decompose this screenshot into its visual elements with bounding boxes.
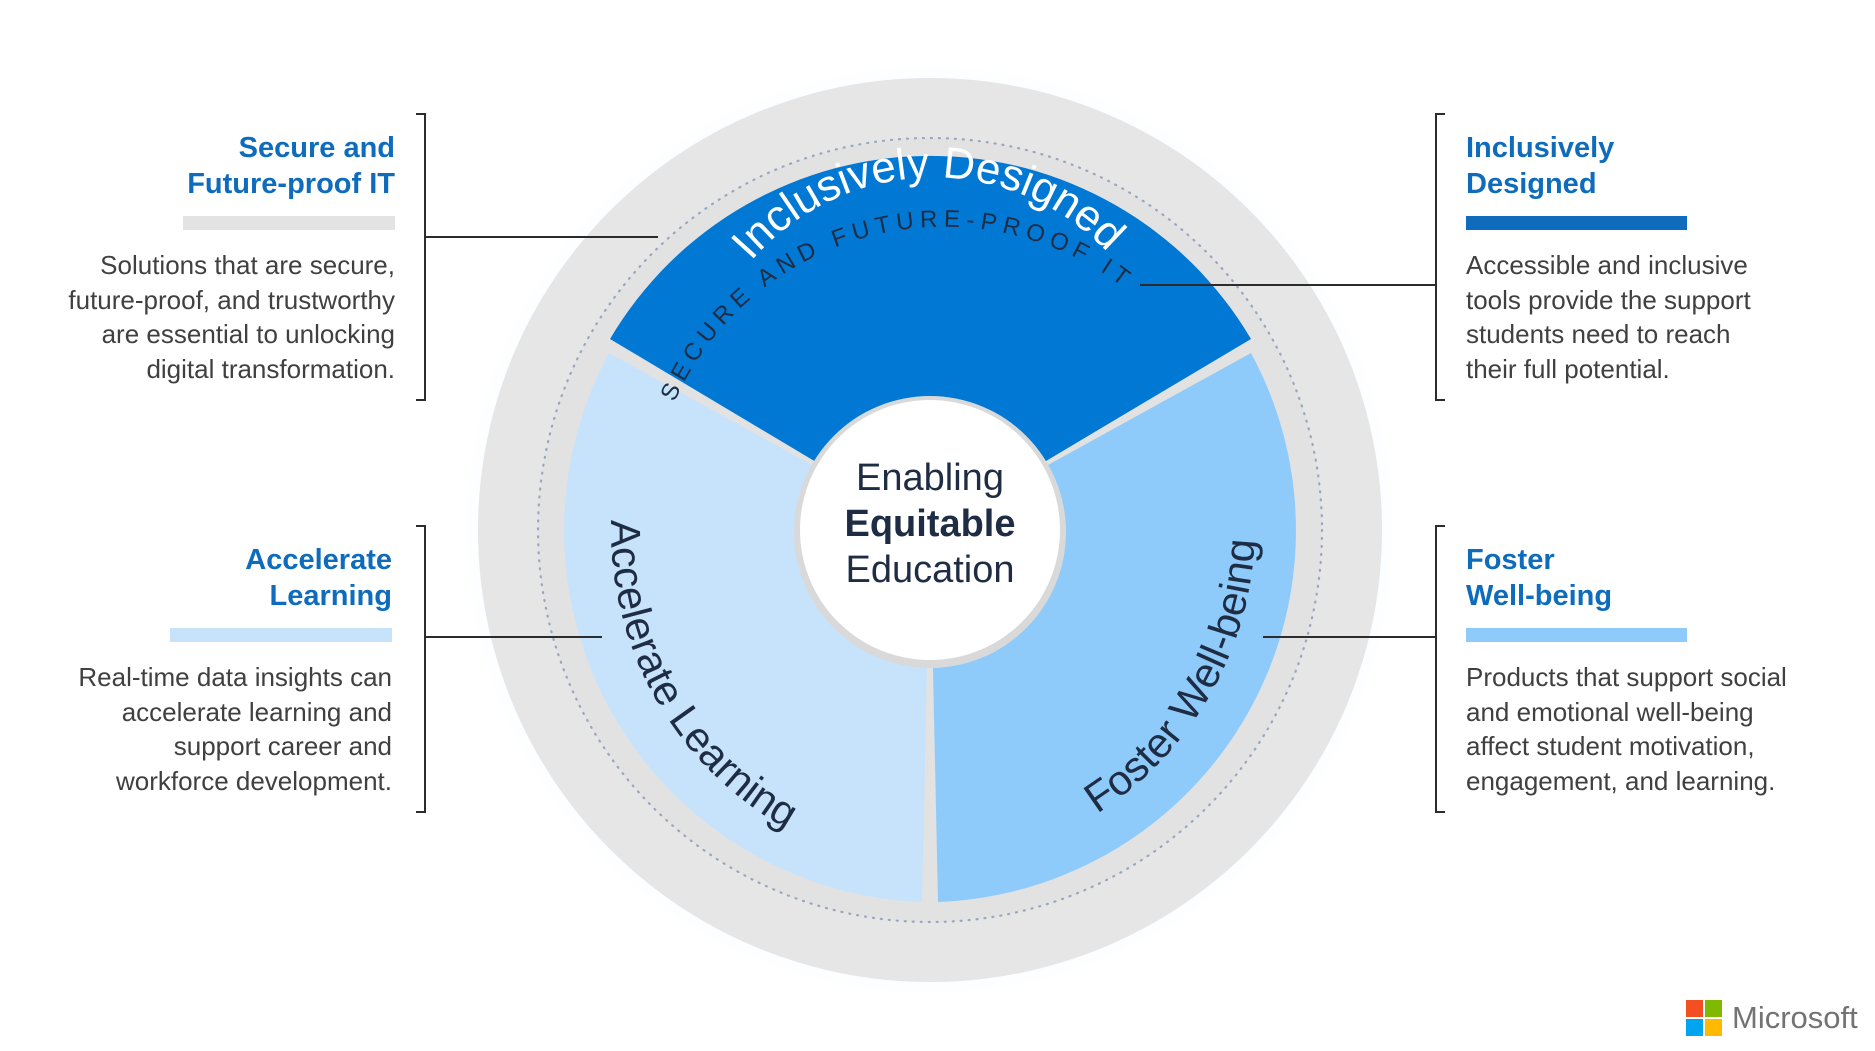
panel-secure: Secure and Future-proof IT Solutions tha…	[20, 130, 395, 386]
panel-inclusive-heading: Inclusively Designed	[1466, 130, 1846, 202]
panel-accelerate-heading: Accelerate Learning	[20, 542, 392, 614]
center-line-2: Equitable	[844, 503, 1016, 545]
connector-accelerate	[426, 636, 602, 638]
panel-secure-heading-line-2: Future-proof IT	[187, 168, 395, 200]
panel-foster-body: Products that support social and emotion…	[1466, 660, 1856, 798]
panel-foster-heading-line-2: Well-being	[1466, 580, 1613, 612]
logo-square-red	[1686, 1000, 1703, 1017]
connector-secure	[426, 236, 658, 238]
panel-foster-body-line: affect student motivation,	[1466, 731, 1755, 761]
panel-secure-body-line: digital transformation.	[146, 353, 395, 384]
panel-foster: Foster Well-being Products that support …	[1466, 542, 1856, 798]
panel-foster-body-line: engagement, and learning.	[1466, 765, 1776, 796]
logo-square-yellow	[1705, 1019, 1722, 1036]
center-line-1: Enabling	[856, 457, 1004, 499]
panel-inclusive-body-line: students need to reach	[1466, 319, 1731, 349]
panel-inclusive-body-line: their full potential.	[1466, 353, 1670, 384]
microsoft-wordmark: Microsoft	[1732, 1000, 1858, 1035]
panel-foster-bar	[1466, 628, 1687, 642]
panel-accelerate-body-line: accelerate learning and	[121, 696, 392, 727]
dotted-ring	[536, 136, 1324, 924]
center-hub	[800, 400, 1060, 660]
panel-secure-body-line: are essential to unlocking	[101, 319, 395, 349]
bracket-foster	[1435, 525, 1445, 813]
bracket-accelerate	[416, 525, 426, 813]
panel-inclusive-bar	[1466, 216, 1687, 230]
connector-inclusive	[1140, 284, 1435, 286]
panel-accelerate-body: Real-time data insights can accelerate l…	[20, 660, 392, 798]
panel-secure-heading-line-1: Secure and	[238, 132, 395, 164]
panel-accelerate: Accelerate Learning Real-time data insig…	[20, 542, 392, 798]
panel-foster-heading-line-1: Foster	[1466, 544, 1555, 576]
panel-secure-heading: Secure and Future-proof IT	[20, 130, 395, 202]
segment-inclusively-designed	[610, 155, 1251, 530]
panel-secure-bar	[183, 216, 395, 230]
bracket-secure	[416, 113, 426, 401]
center-line-3: Education	[845, 549, 1015, 591]
panel-accelerate-body-line: workforce development.	[115, 765, 392, 796]
bracket-inclusive	[1435, 113, 1445, 401]
panel-secure-body-line: future-proof, and trustworthy	[68, 284, 395, 315]
panel-accelerate-heading-line-2: Learning	[269, 580, 392, 612]
logo-square-green	[1705, 1000, 1722, 1017]
panel-inclusive-heading-line-1: Inclusively	[1466, 132, 1615, 164]
center-title: Enabling Equitable Education	[800, 455, 1060, 593]
panel-inclusive-body-line: Accessible and inclusive	[1466, 250, 1748, 280]
panel-inclusive-body-line: tools provide the support	[1466, 284, 1751, 315]
panel-accelerate-bar	[170, 628, 392, 642]
logo-square-blue	[1686, 1019, 1703, 1036]
panel-foster-body-line: Products that support social	[1466, 662, 1787, 692]
microsoft-logo: Microsoft	[1686, 1000, 1858, 1036]
panel-inclusive-body: Accessible and inclusive tools provide t…	[1466, 248, 1846, 386]
connector-foster	[1263, 636, 1435, 638]
panel-inclusive: Inclusively Designed Accessible and incl…	[1466, 130, 1846, 386]
panel-foster-body-line: and emotional well-being	[1466, 696, 1754, 727]
panel-secure-body: Solutions that are secure, future-proof,…	[20, 248, 395, 386]
panel-accelerate-body-line: support career and	[173, 731, 392, 761]
microsoft-logo-icon	[1686, 1000, 1722, 1036]
panel-accelerate-body-line: Real-time data insights can	[78, 662, 392, 692]
panel-accelerate-heading-line-1: Accelerate	[245, 544, 392, 576]
panel-inclusive-heading-line-2: Designed	[1466, 168, 1597, 200]
panel-foster-heading: Foster Well-being	[1466, 542, 1856, 614]
panel-secure-body-line: Solutions that are secure,	[100, 250, 395, 280]
